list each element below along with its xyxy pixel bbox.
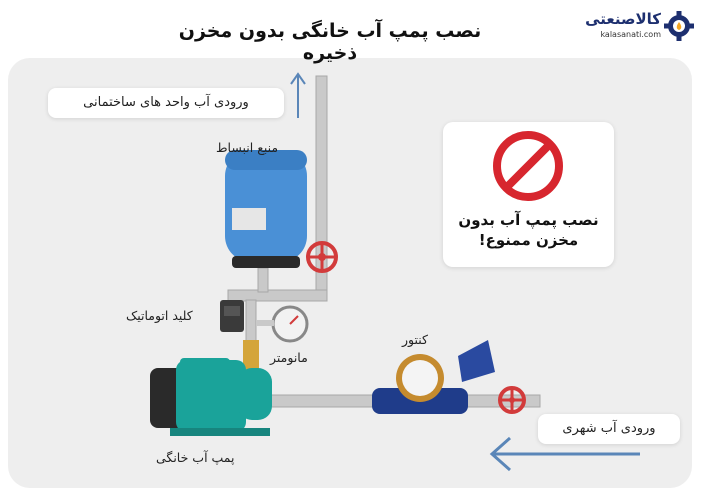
prohibited-icon <box>493 131 563 201</box>
valve-icon <box>306 241 338 273</box>
pump-label: پمپ آب خانگی <box>156 450 235 465</box>
warning-line-1: نصب پمپ آب بدون <box>458 211 599 229</box>
brass-fitting <box>243 340 259 370</box>
brand-site: kalasanati.com <box>600 30 661 39</box>
warning-text: نصب پمپ آب بدون مخزن ممنوع! <box>443 210 614 250</box>
upper-horizontal-pipe <box>227 289 328 302</box>
page-title: نصب پمپ آب خانگی بدون مخزن ذخیره <box>178 20 482 64</box>
meter-label: کنتور <box>402 332 428 347</box>
manometer-icon <box>256 305 309 343</box>
expansion-tank-label: منبع انبساط <box>216 140 279 155</box>
pump-icon <box>150 358 272 436</box>
manometer-label: مانومتر <box>270 350 308 365</box>
building-inlet-callout: ورودی آب واحد های ساختمانی <box>48 88 284 118</box>
building-inlet-label: ورودی آب واحد های ساختمانی <box>83 95 249 110</box>
expansion-tank-icon <box>225 150 307 268</box>
water-meter-icon <box>372 340 495 414</box>
city-inlet-callout: ورودی آب شهری <box>538 414 680 444</box>
brand-name: کالاصنعتی <box>585 10 661 28</box>
tank-connector-pipe <box>257 267 269 293</box>
city-valve-icon <box>498 386 526 414</box>
city-inlet-label: ورودی آب شهری <box>562 421 656 436</box>
arrow-left-icon <box>489 436 640 472</box>
arrow-up-icon <box>290 72 306 118</box>
auto-switch-label: کلید اتوماتیک <box>126 308 193 323</box>
warning-card: نصب پمپ آب بدون مخزن ممنوع! <box>443 122 614 267</box>
gear-water-logo-icon <box>664 11 694 41</box>
warning-line-2: مخزن ممنوع! <box>478 231 579 249</box>
pressure-switch-icon <box>220 300 244 332</box>
brand-logo: کالاصنعتی kalasanati.com <box>575 6 695 46</box>
